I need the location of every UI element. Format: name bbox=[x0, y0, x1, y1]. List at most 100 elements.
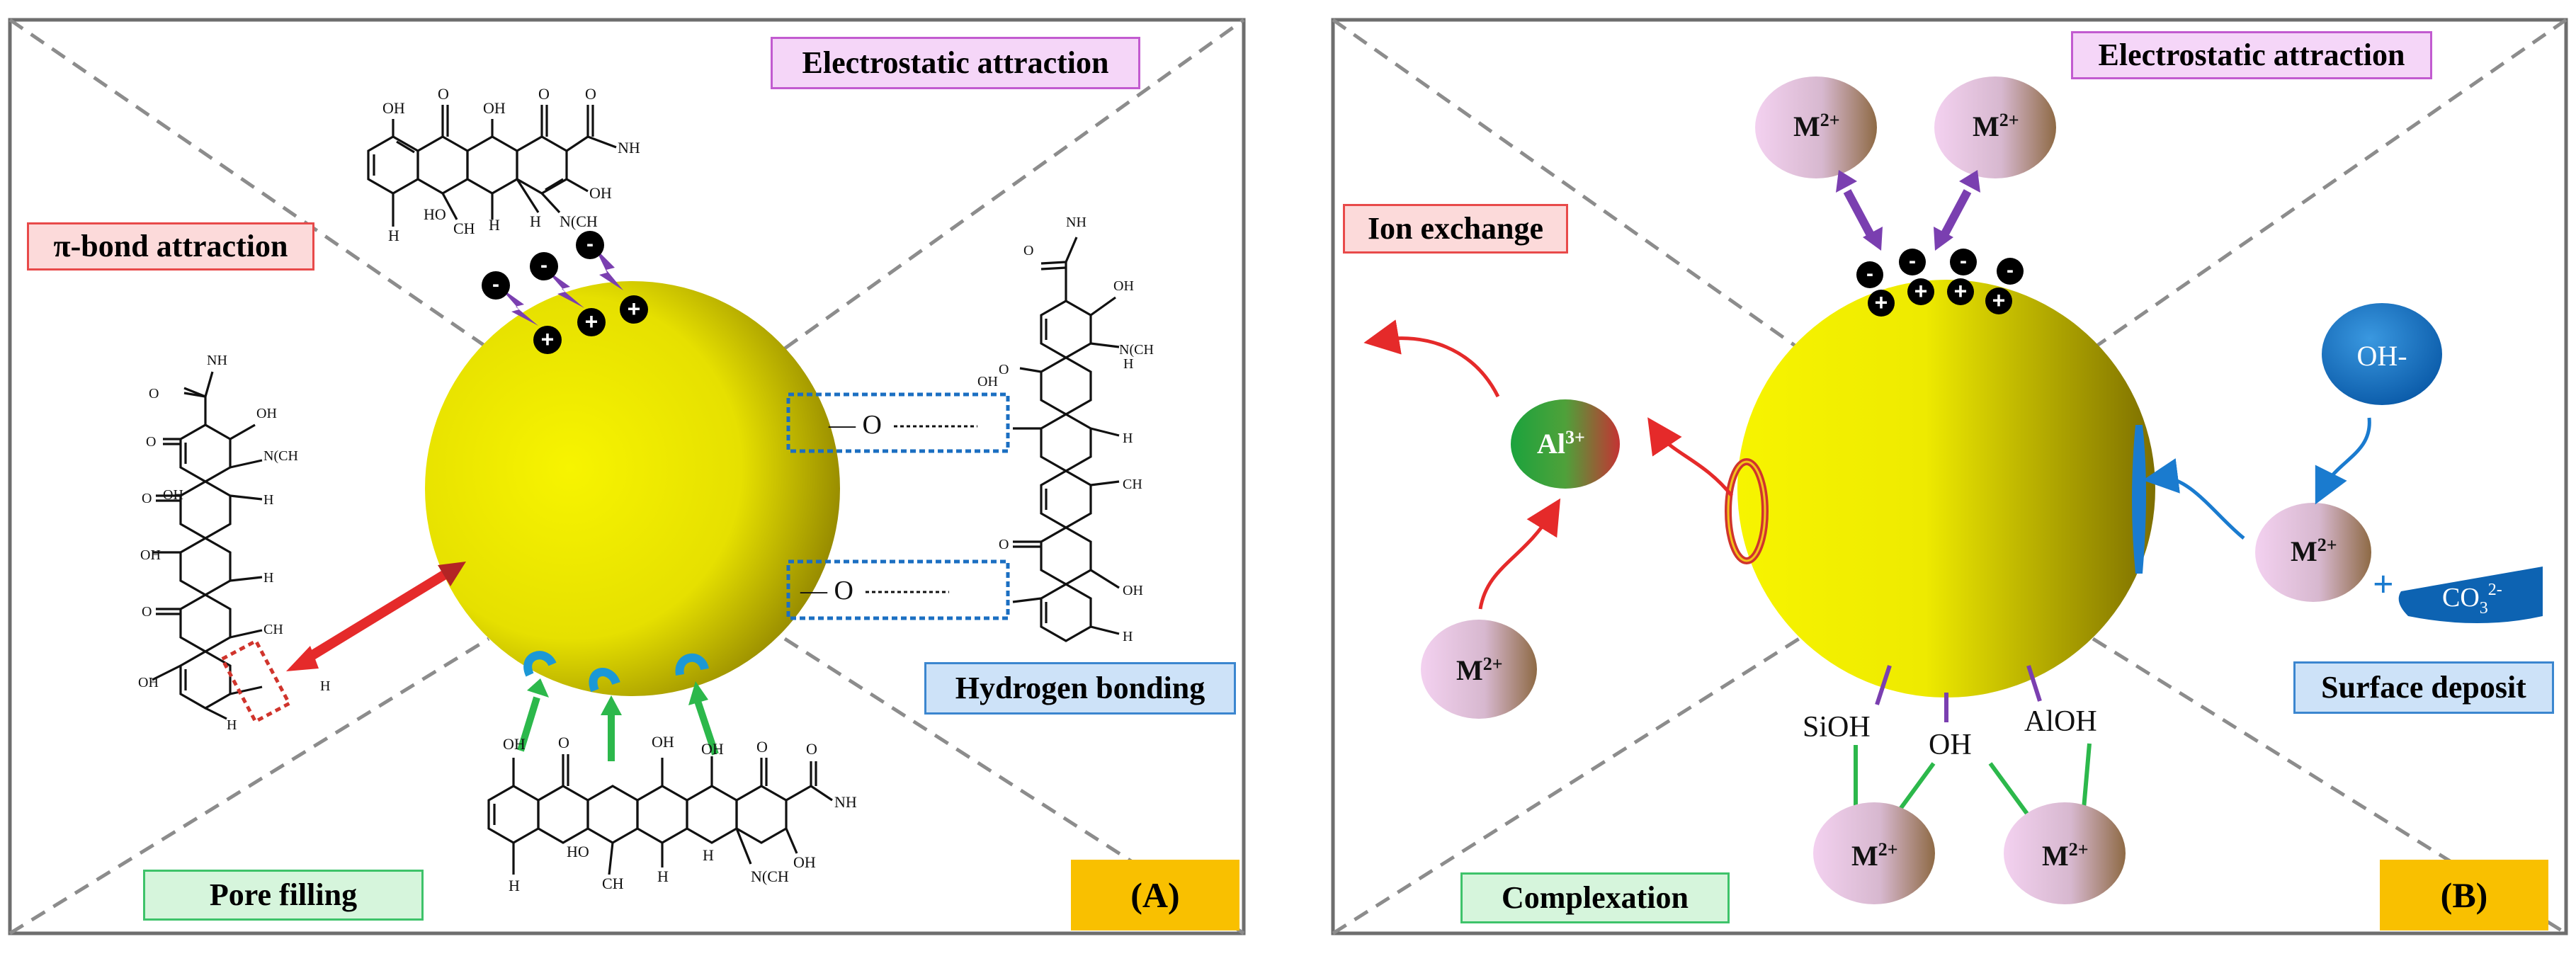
panel-a-diagonals bbox=[8, 18, 1245, 935]
panel-b-tag: (B) bbox=[2380, 860, 2548, 931]
molecule-label: NH bbox=[834, 793, 857, 811]
molecule-label: H bbox=[530, 212, 541, 230]
negative-charge bbox=[1950, 249, 1977, 275]
positive-charge bbox=[577, 308, 606, 336]
molecule-label: O bbox=[146, 434, 156, 450]
molecule-label: H bbox=[263, 570, 273, 586]
aluminum-charge: 3+ bbox=[1565, 427, 1585, 448]
panel-a: OH O OH O O NH OH H HO CH H H N(CH - - - bbox=[8, 18, 1246, 935]
molecule-label: N(CH bbox=[751, 867, 789, 885]
tetracycline-bottom-labels: OH O OH OH O O NH OH H HO CH H H N(CH bbox=[503, 733, 857, 894]
ion-exchange-arrows bbox=[1363, 319, 1733, 610]
molecule-label: NH bbox=[207, 353, 227, 368]
molecule-label: OH bbox=[701, 740, 724, 758]
molecule-label: HO bbox=[567, 843, 589, 860]
electrostatic-charges-a: - - - + + + bbox=[482, 231, 648, 354]
hydroxide-label: OH- bbox=[2356, 340, 2407, 372]
metal-symbol: M bbox=[1973, 110, 1999, 142]
molecule-label: CH bbox=[453, 220, 475, 237]
tetracycline-molecule-right bbox=[1012, 237, 1120, 642]
molecule-label: OH bbox=[163, 487, 183, 503]
molecule-label: N(CH bbox=[1119, 342, 1154, 358]
surface-deposit-layer bbox=[2132, 425, 2146, 574]
molecule-label: H bbox=[1123, 431, 1133, 446]
molecule-label: H bbox=[489, 216, 500, 234]
molecule-label: O bbox=[149, 386, 159, 402]
molecule-label: H bbox=[263, 492, 273, 508]
molecule-label: OH bbox=[1113, 278, 1134, 294]
negative-charge bbox=[1997, 258, 2024, 285]
molecule-label: H bbox=[1123, 629, 1133, 644]
molecule-label: OH bbox=[589, 184, 612, 202]
molecule-label: CH bbox=[263, 622, 283, 637]
charge-sign: + bbox=[1914, 278, 1928, 304]
charge-sign: + bbox=[628, 296, 641, 321]
lightning-arrow bbox=[595, 248, 623, 290]
molecule-label: OH bbox=[382, 99, 405, 117]
negative-charge bbox=[576, 231, 604, 259]
metal-ion-label: M2+ bbox=[1851, 839, 1898, 872]
charge-sign: + bbox=[541, 326, 555, 352]
molecule-label: N(CH bbox=[560, 212, 598, 230]
lightning-arrow bbox=[499, 287, 538, 326]
oh-label: OH bbox=[1929, 729, 1972, 761]
pore-filling-label: Pore filling bbox=[143, 870, 424, 921]
positive-charge bbox=[1947, 278, 1974, 305]
adsorbent-sphere-b bbox=[1737, 280, 2155, 698]
charge-sign: + bbox=[1992, 288, 2006, 313]
metal-ion-label: M2+ bbox=[1456, 654, 1503, 686]
panel-b: - - - - + + + + bbox=[1331, 18, 2568, 935]
molecule-label: O bbox=[142, 491, 152, 506]
negative-charge bbox=[482, 271, 510, 300]
tetracycline-right-labels: O NH OH N(CH H O OH H CH O OH H bbox=[977, 215, 1154, 644]
molecule-label: H bbox=[320, 678, 330, 694]
molecule-label: O bbox=[756, 738, 768, 756]
carbonate-charge: 2- bbox=[2488, 581, 2502, 599]
metal-symbol: M bbox=[2291, 535, 2317, 567]
sioh-label: SiOH bbox=[1803, 711, 1871, 744]
molecule-label: OH bbox=[140, 547, 161, 563]
charge-sign: - bbox=[586, 232, 594, 256]
molecule-label: OH bbox=[483, 99, 506, 117]
surface-groups: SiOH OH AlOH bbox=[1803, 705, 2097, 761]
metal-charge: 2+ bbox=[1483, 654, 1503, 674]
metal-symbol: M bbox=[1851, 840, 1878, 872]
molecule-label: OH bbox=[503, 735, 526, 753]
carbonate-subscript: 3 bbox=[2480, 599, 2488, 618]
positive-charge bbox=[1868, 290, 1895, 317]
charge-sign: - bbox=[492, 273, 499, 296]
metal-ion bbox=[1755, 76, 1877, 178]
molecule-label: O bbox=[558, 734, 569, 751]
charge-sign: - bbox=[1909, 249, 1916, 273]
electrostatic-attraction-label-a: Electrostatic attraction bbox=[771, 37, 1140, 89]
surface-deposit-arrows bbox=[2143, 417, 2371, 540]
metal-ion-label: M2+ bbox=[1793, 110, 1840, 142]
molecule-label: N(CH bbox=[263, 448, 298, 464]
hydrogen-bond-group-2: — O bbox=[786, 559, 1010, 620]
charge-sign: - bbox=[540, 254, 547, 277]
electrostatic-charges-b: - - - - + + + + bbox=[1856, 249, 2024, 317]
tetracycline-top-labels: OH O OH O O NH OH H HO CH H H N(CH bbox=[382, 85, 640, 244]
molecule-label: O bbox=[585, 85, 596, 103]
metal-charge: 2+ bbox=[1820, 110, 1840, 130]
molecule-label: O bbox=[1023, 243, 1033, 258]
molecule-label: OH bbox=[793, 853, 816, 871]
positive-charge bbox=[620, 295, 648, 324]
panel-a-tag: (A) bbox=[1071, 860, 1239, 931]
tetracycline-molecule-top bbox=[367, 105, 617, 227]
plus-sign: + bbox=[2373, 564, 2394, 605]
molecule-label: CH bbox=[1123, 477, 1142, 492]
molecule-label: H bbox=[227, 717, 237, 733]
tetracycline-molecule-bottom bbox=[487, 754, 833, 875]
hydrogen-bond-oxygen: — O bbox=[828, 410, 882, 440]
aluminum-symbol: Al bbox=[1537, 428, 1565, 460]
metal-ion-label: M2+ bbox=[2042, 839, 2089, 872]
metal-ion-label: M2+ bbox=[1973, 110, 2019, 142]
metal-ion bbox=[1813, 802, 1935, 904]
metal-ion bbox=[2004, 802, 2126, 904]
pore-filling-arrows bbox=[517, 651, 719, 761]
metal-ion bbox=[1934, 76, 2056, 178]
molecule-label: O bbox=[538, 85, 550, 103]
molecule-label: CH bbox=[602, 875, 624, 892]
